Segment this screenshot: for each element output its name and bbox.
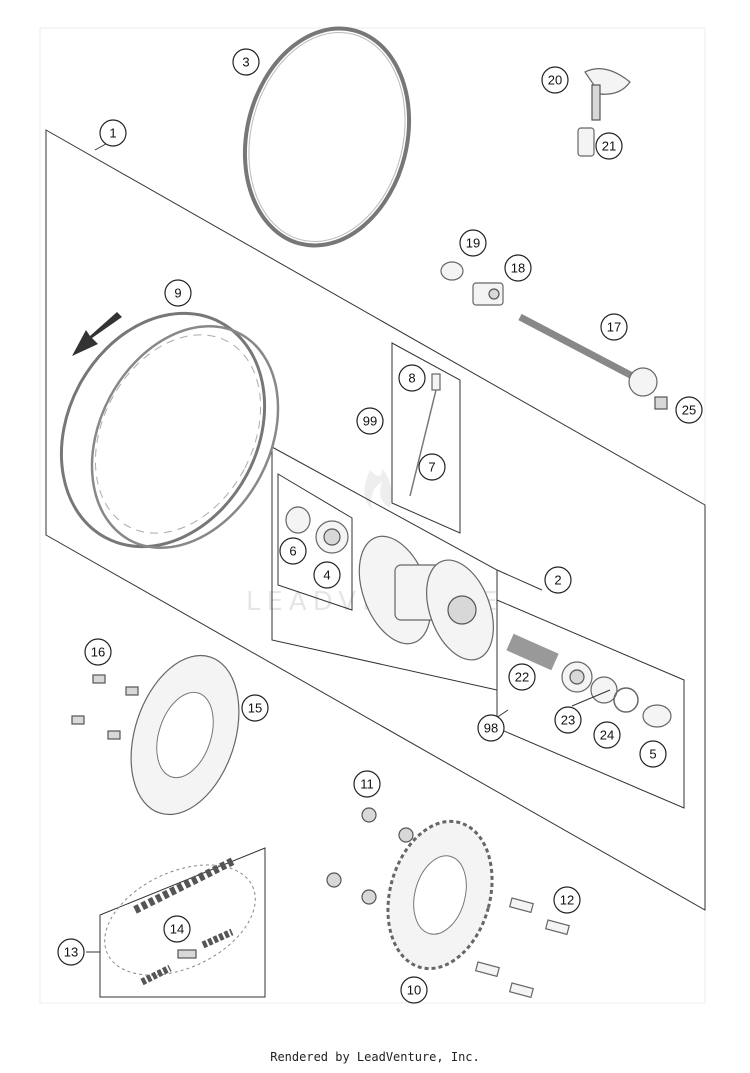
callout-10: 10 <box>400 976 428 1004</box>
callout-13: 13 <box>57 938 85 966</box>
chain-path <box>104 864 256 976</box>
hub-parts-set-outline <box>496 599 685 809</box>
callout-25: 25 <box>675 396 703 424</box>
chain-link-2 <box>140 964 172 986</box>
callout-6: 6 <box>279 537 307 565</box>
callout-15: 15 <box>241 694 269 722</box>
rotation-direction-arrow <box>72 312 122 356</box>
callout-9: 9 <box>164 279 192 307</box>
svg-text:15: 15 <box>248 701 262 716</box>
hub-spacer <box>642 704 672 728</box>
sprocket-nuts <box>326 807 414 905</box>
wheel-axle <box>518 313 642 384</box>
spoke-nipple <box>431 373 441 391</box>
parts-diagram: LEADVENTURE <box>39 26 706 1004</box>
chain-clip <box>177 949 197 959</box>
sprocket-screws <box>474 897 570 999</box>
svg-text:13: 13 <box>64 945 78 960</box>
svg-text:1: 1 <box>109 126 116 141</box>
callout-4: 4 <box>313 561 341 589</box>
svg-text:10: 10 <box>407 983 421 998</box>
svg-text:24: 24 <box>600 728 614 743</box>
rear-sprocket-center <box>413 855 467 935</box>
svg-text:8: 8 <box>408 371 415 386</box>
callout-22: 22 <box>508 663 536 691</box>
bearing-group-outline <box>277 473 353 611</box>
svg-text:4: 4 <box>323 568 330 583</box>
callout-3: 3 <box>232 48 260 76</box>
chain-adjuster-hole <box>488 288 500 300</box>
spacer <box>285 506 311 534</box>
svg-text:22: 22 <box>515 670 529 685</box>
svg-text:2: 2 <box>554 573 561 588</box>
callout-7: 7 <box>418 453 446 481</box>
circlip <box>613 687 639 713</box>
brake-disc-screws <box>71 674 139 740</box>
svg-text:20: 20 <box>548 73 562 88</box>
callout-5: 5 <box>639 740 667 768</box>
callout-99: 99 <box>356 407 384 435</box>
hub-bearing-inner <box>569 669 585 685</box>
svg-text:12: 12 <box>560 893 574 908</box>
callout-2: 2 <box>544 566 572 594</box>
svg-text:17: 17 <box>607 320 621 335</box>
svg-text:25: 25 <box>682 403 696 418</box>
drive-chain <box>133 856 237 914</box>
svg-text:16: 16 <box>91 645 105 660</box>
rim <box>59 311 280 549</box>
axle-nut <box>440 261 464 281</box>
callout-21: 21 <box>595 132 623 160</box>
svg-text:18: 18 <box>511 261 525 276</box>
svg-text:23: 23 <box>561 713 575 728</box>
diagram-frame <box>39 27 706 1004</box>
valve-stem <box>591 84 601 121</box>
callout-16: 16 <box>84 638 112 666</box>
spoke-set-outline <box>391 342 461 534</box>
bearing-inner <box>323 528 341 546</box>
svg-text:21: 21 <box>602 139 616 154</box>
callout-11: 11 <box>353 770 381 798</box>
valve-nut <box>577 127 595 157</box>
axle-head <box>628 367 658 397</box>
svg-text:11: 11 <box>360 777 374 792</box>
callout-18: 18 <box>504 254 532 282</box>
svg-text:7: 7 <box>428 460 435 475</box>
callout-98: 98 <box>477 714 505 742</box>
callout-17: 17 <box>600 313 628 341</box>
chain-link-1 <box>201 928 234 949</box>
callout-20: 20 <box>541 66 569 94</box>
axle-screw <box>654 396 668 410</box>
render-credit-footer: Rendered by LeadVenture, Inc. <box>270 1050 480 1064</box>
svg-text:19: 19 <box>466 236 480 251</box>
callout-1: 1 <box>99 119 127 147</box>
rim-tape <box>242 26 412 248</box>
svg-text:98: 98 <box>484 721 498 736</box>
svg-text:6: 6 <box>289 544 296 559</box>
svg-text:9: 9 <box>174 286 181 301</box>
spoke <box>409 389 437 497</box>
callout-8: 8 <box>398 364 426 392</box>
chain-adjuster <box>472 282 504 306</box>
svg-text:3: 3 <box>242 55 249 70</box>
callout-19: 19 <box>459 229 487 257</box>
svg-text:5: 5 <box>649 747 656 762</box>
callout-14: 14 <box>163 915 191 943</box>
brake-disc-center <box>156 691 214 779</box>
svg-text:99: 99 <box>363 414 377 429</box>
svg-text:14: 14 <box>170 922 184 937</box>
leader-lines <box>86 139 611 953</box>
wheel-assembly-outline <box>45 129 706 911</box>
callout-24: 24 <box>593 721 621 749</box>
callout-23: 23 <box>554 706 582 734</box>
distance-sleeve <box>506 633 559 671</box>
callout-12: 12 <box>553 886 581 914</box>
rim-tape-inner <box>248 32 406 242</box>
shaft-seal <box>590 676 618 704</box>
wheel-hub <box>358 535 494 661</box>
